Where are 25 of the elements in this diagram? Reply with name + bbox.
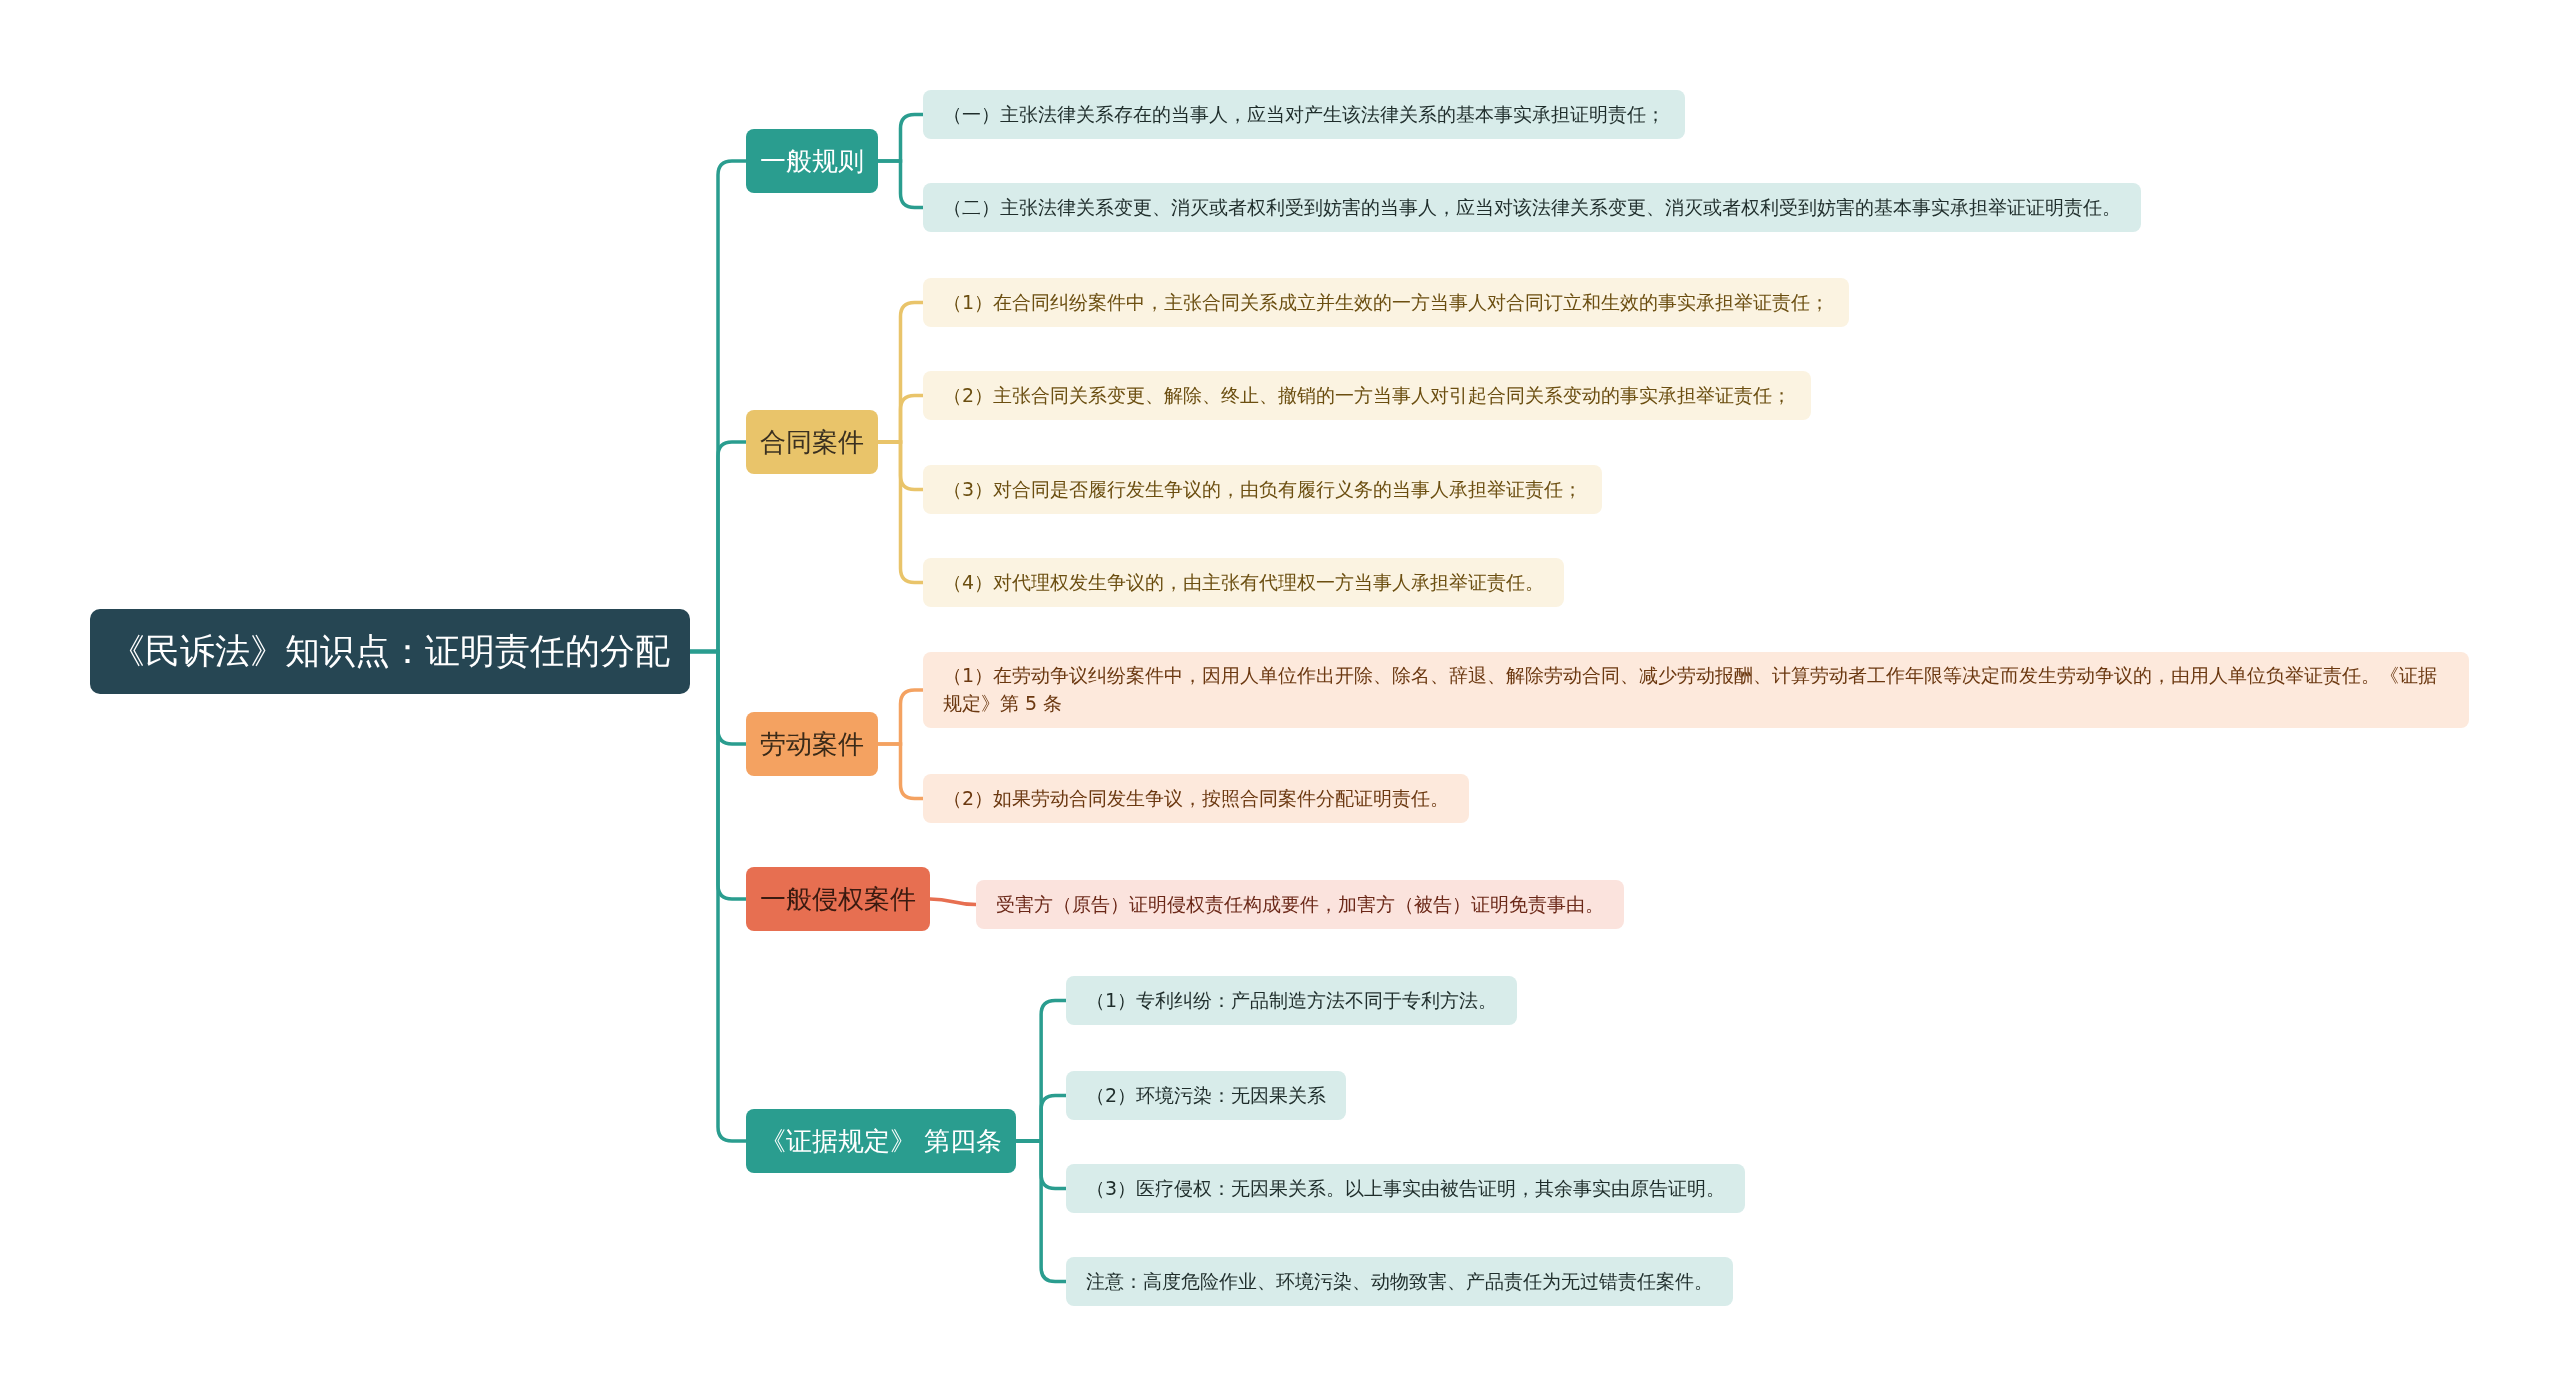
- leaf-topic: （1）在劳动争议纠纷案件中，因用人单位作出开除、除名、辞退、解除劳动合同、减少劳动报酬、计算劳动者工作年限等决定而发生劳动争议的，由用人单位负举证责任。《证据规定》第 5 条: [923, 652, 2469, 728]
- leaf-topic: （3）对合同是否履行发生争议的，由负有履行义务的当事人承担举证责任；: [923, 465, 1603, 514]
- leaf-topic: （1）专利纠纷：产品制造方法不同于专利方法。: [1066, 976, 1518, 1025]
- leaf-topic: （1）在合同纠纷案件中，主张合同关系成立并生效的一方当事人对合同订立和生效的事实承担举证责任；: [923, 278, 1850, 327]
- leaf-topic: 注意：高度危险作业、环境污染、动物致害、产品责任为无过错责任案件。: [1066, 1257, 1733, 1306]
- leaf-topic: （二）主张法律关系变更、消灭或者权利受到妨害的当事人，应当对该法律关系变更、消灭或者权利受到妨害的基本事实承担举证证明责任。: [923, 183, 2141, 232]
- connector-line: [878, 440, 923, 585]
- leaf-topic: （一）主张法律关系存在的当事人，应当对产生该法律关系的基本事实承担证明责任；: [923, 90, 1685, 139]
- branch-topic: 合同案件: [746, 410, 878, 474]
- connector-line: [878, 742, 923, 801]
- branch-topic: 一般规则: [746, 129, 878, 193]
- leaf-topic: （3）医疗侵权：无因果关系。以上事实由被告证明，其余事实由原告证明。: [1066, 1164, 1746, 1213]
- branch-topic: 一般侵权案件: [746, 867, 930, 931]
- connector-line: [929, 897, 977, 907]
- leaf-topic: （2）主张合同关系变更、解除、终止、撤销的一方当事人对引起合同关系变动的事实承担举证责任；: [923, 371, 1812, 420]
- branch-topic: 《证据规定》 第四条: [746, 1109, 1017, 1173]
- branch-topic: 劳动案件: [746, 712, 878, 776]
- leaf-topic: （2）环境污染：无因果关系: [1066, 1071, 1347, 1120]
- connector-line: [690, 649, 746, 1143]
- central-topic: 《民诉法》知识点：证明责任的分配: [90, 609, 690, 694]
- connector-line: [878, 159, 923, 210]
- leaf-topic: 受害方（原告）证明侵权责任构成要件，加害方（被告）证明免责事由。: [976, 880, 1624, 929]
- connector-line: [1016, 1139, 1066, 1284]
- leaf-topic: （2）如果劳动合同发生争议，按照合同案件分配证明责任。: [923, 774, 1470, 823]
- leaf-topic: （4）对代理权发生争议的，由主张有代理权一方当事人承担举证责任。: [923, 558, 1565, 607]
